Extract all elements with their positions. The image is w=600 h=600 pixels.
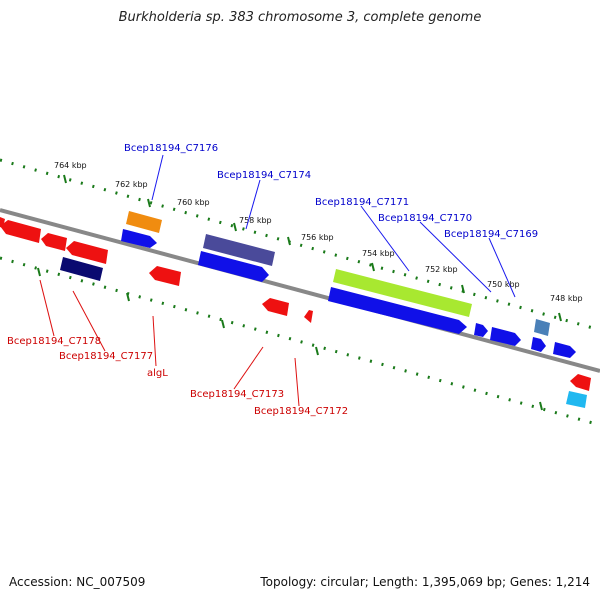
- gene-feature[interactable]: [553, 342, 576, 358]
- leader-lines-bottom: [39, 279, 300, 407]
- tick-label: 762 kbp: [115, 180, 148, 189]
- gene-labels-bottom: Bcep18194_C7178 Bcep18194_C7177 algL Bce…: [7, 336, 348, 417]
- gene-feature-orange[interactable]: [126, 211, 162, 233]
- gene-feature-lime[interactable]: [333, 269, 472, 317]
- gene-feature[interactable]: [328, 287, 467, 334]
- gene-feature[interactable]: [531, 337, 546, 352]
- gene-feature[interactable]: [474, 323, 488, 337]
- gene-feature[interactable]: [262, 298, 289, 316]
- gene-feature[interactable]: [41, 233, 67, 251]
- gene-feature[interactable]: [0, 220, 41, 243]
- chromosome-backbone: [0, 208, 600, 373]
- gene-feature[interactable]: [66, 241, 108, 264]
- gene-feature[interactable]: [490, 327, 521, 346]
- gene-label[interactable]: Bcep18194_C7176: [124, 143, 218, 154]
- gene-label[interactable]: Bcep18194_C7178: [7, 336, 101, 347]
- gene-feature[interactable]: [121, 229, 157, 248]
- gene-label[interactable]: Bcep18194_C7173: [190, 389, 284, 400]
- tick-label: 748 kbp: [550, 294, 583, 303]
- gene-label[interactable]: Bcep18194_C7170: [378, 213, 472, 224]
- gene-feature-navy[interactable]: [60, 257, 103, 281]
- map-title: Burkholderia sp. 383 chromosome 3, compl…: [118, 10, 482, 25]
- major-ticks: [37, 174, 562, 411]
- gene-feature[interactable]: [570, 374, 591, 391]
- tick-label: 754 kbp: [362, 249, 395, 258]
- tick-label: 752 kbp: [425, 265, 458, 274]
- tick-label: 758 kbp: [239, 216, 272, 225]
- gene-label[interactable]: algL: [147, 368, 168, 379]
- gene-feature[interactable]: [198, 251, 269, 282]
- colored-genes-top: [126, 211, 550, 336]
- gene-feature-cyan[interactable]: [566, 391, 587, 408]
- reverse-genes: [0, 217, 591, 391]
- tick-label: 760 kbp: [177, 198, 210, 207]
- colored-genes-bottom: [60, 257, 587, 408]
- tick-label: 750 kbp: [487, 280, 520, 289]
- accession-text: Accession: NC_007509: [9, 575, 146, 589]
- forward-genes: [121, 229, 576, 358]
- gene-label[interactable]: Bcep18194_C7171: [315, 197, 409, 208]
- gene-label[interactable]: Bcep18194_C7169: [444, 229, 538, 240]
- tick-label: 764 kbp: [54, 161, 87, 170]
- gene-labels-top: Bcep18194_C7176 Bcep18194_C7174 Bcep1819…: [124, 143, 538, 240]
- tick-label: 756 kbp: [301, 233, 334, 242]
- gene-feature[interactable]: [149, 266, 181, 286]
- leader-lines-top: [151, 154, 516, 298]
- genome-summary-text: Topology: circular; Length: 1,395,069 bp…: [260, 575, 590, 589]
- outer-tick-ring: [0, 158, 600, 332]
- gene-feature-slate[interactable]: [203, 234, 275, 266]
- tick-labels: 764 kbp 762 kbp 760 kbp 758 kbp 756 kbp …: [54, 161, 583, 303]
- gene-label[interactable]: Bcep18194_C7174: [217, 170, 311, 181]
- gene-feature[interactable]: [304, 310, 313, 323]
- gene-feature-steel[interactable]: [534, 319, 550, 336]
- gene-label[interactable]: Bcep18194_C7177: [59, 351, 153, 362]
- gene-label[interactable]: Bcep18194_C7172: [254, 406, 348, 417]
